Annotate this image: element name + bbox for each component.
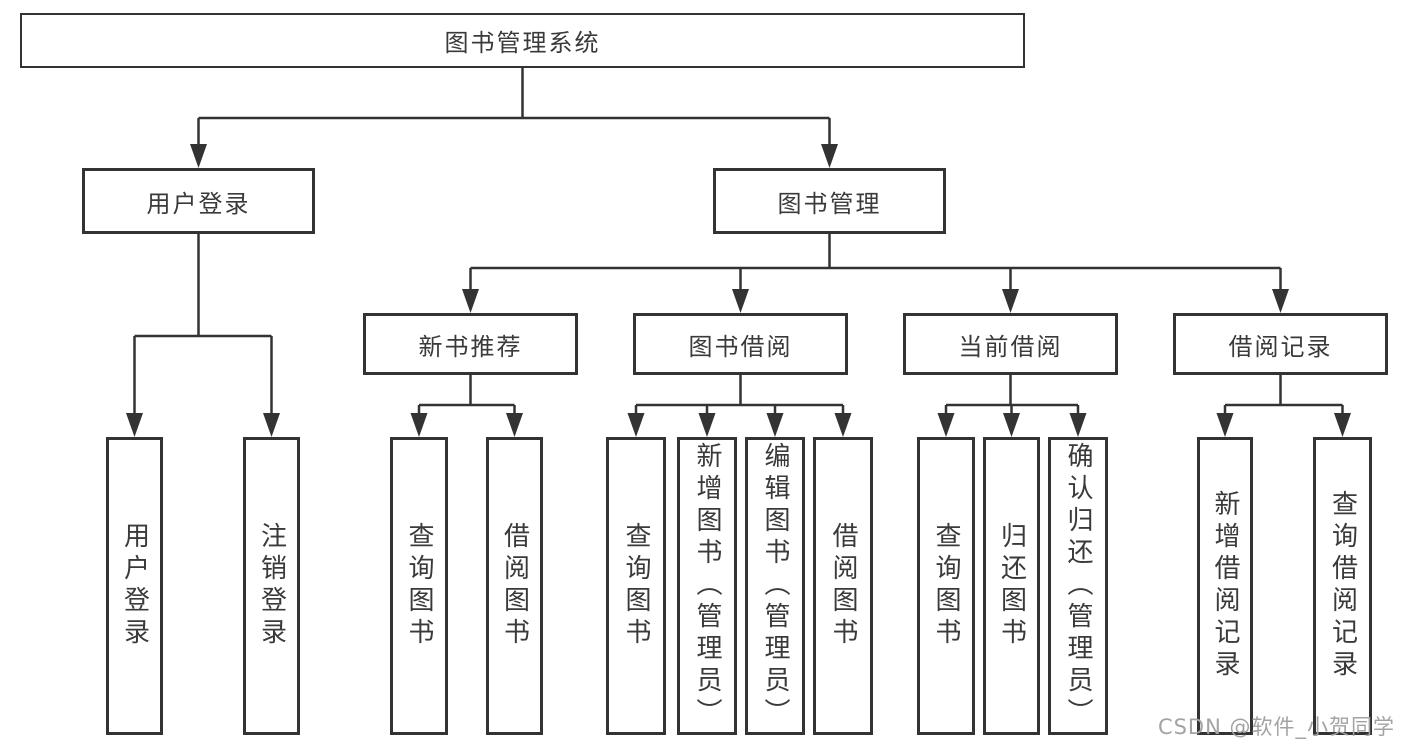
node-leaf-return-books: 归还图书 [983, 437, 1040, 735]
node-leaf-confirm-return-admin: 确认归还（管理员） [1048, 437, 1108, 735]
node-leaf-query-borrow-record: 查询借阅记录 [1313, 437, 1372, 735]
node-new-book-recommend: 新书推荐 [363, 313, 578, 375]
node-borrowing-records: 借阅记录 [1173, 313, 1388, 375]
node-leaf-query-books-1: 查询图书 [390, 437, 448, 735]
node-leaf-edit-books-admin: 编辑图书（管理员） [745, 437, 805, 735]
node-root-library-management-system: 图书管理系统 [20, 13, 1025, 68]
node-book-management-branch: 图书管理 [713, 168, 946, 234]
node-leaf-add-books-admin: 新增图书（管理员） [677, 437, 737, 735]
node-user-login-branch: 用户登录 [82, 168, 315, 234]
node-leaf-add-borrow-record: 新增借阅记录 [1197, 437, 1253, 735]
node-book-borrowing: 图书借阅 [633, 313, 848, 375]
node-current-borrowing: 当前借阅 [903, 313, 1118, 375]
csdn-watermark: CSDN @软件_小贺同学 [1157, 715, 1395, 739]
node-leaf-query-books-2: 查询图书 [606, 437, 666, 735]
node-leaf-user-login: 用户登录 [106, 437, 163, 735]
node-leaf-query-books-3: 查询图书 [917, 437, 975, 735]
node-leaf-logout: 注销登录 [243, 437, 300, 735]
node-leaf-borrow-books-1: 借阅图书 [486, 437, 543, 735]
node-leaf-borrow-books-2: 借阅图书 [813, 437, 873, 735]
